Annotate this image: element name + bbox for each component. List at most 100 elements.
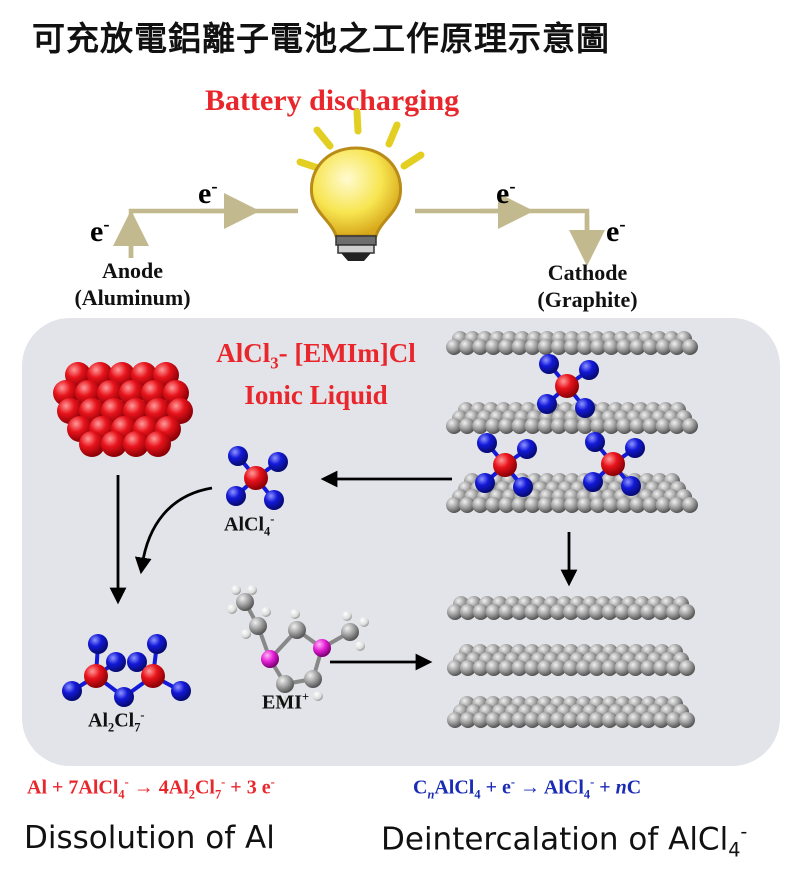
- carbon-atom: [472, 660, 489, 676]
- carbon-atom: [472, 339, 489, 355]
- electrolyte-label: AlCl3- [EMIm]Cl Ionic Liquid: [196, 337, 436, 411]
- carbon-atom: [485, 712, 502, 728]
- chlorine-atom: [513, 477, 533, 497]
- hydrogen-atom: [231, 585, 241, 595]
- carbon-atom: [575, 660, 592, 676]
- carbon-atom: [588, 604, 605, 620]
- chlorine-atom: [268, 452, 288, 472]
- chlorine-atom: [583, 472, 603, 492]
- chlorine-atom: [114, 687, 134, 707]
- carbon-atom: [511, 339, 528, 355]
- carbon-atom: [653, 604, 670, 620]
- hydrogen-atom: [241, 629, 251, 639]
- caption-deintercalation: Deintercalation of AlCl4-: [381, 820, 748, 862]
- emi-label: EMI+: [262, 690, 310, 714]
- carbon-atom: [459, 418, 476, 434]
- aluminum-atom: [84, 664, 108, 688]
- carbon-atom: [603, 418, 620, 434]
- chlorine-atom: [537, 394, 557, 414]
- cathode-name: Cathode: [547, 260, 628, 285]
- carbon-atom: [666, 660, 683, 676]
- hydrogen-atom: [261, 607, 271, 617]
- aluminum-atom: [79, 431, 105, 457]
- carbon-atom: [603, 497, 620, 513]
- chlorine-atom: [147, 634, 167, 654]
- carbon-atom: [668, 497, 685, 513]
- carbon-atom: [447, 604, 463, 620]
- carbon-atom: [614, 712, 631, 728]
- carbon-atom: [666, 712, 683, 728]
- carbon-atom: [577, 418, 594, 434]
- carbon-atom: [498, 339, 515, 355]
- cathode-equation: CnAlCl4 + e- → AlCl4- + nC: [413, 775, 642, 802]
- chlorine-atom: [106, 652, 126, 672]
- chlorine-atom: [475, 473, 495, 493]
- chlorine-atom: [226, 486, 246, 506]
- carbon-atom: [537, 339, 554, 355]
- aluminum-atom: [101, 431, 127, 457]
- carbon-atom: [498, 660, 515, 676]
- carbon-atom: [472, 497, 489, 513]
- carbon-atom: [640, 604, 657, 620]
- carbon-atom: [564, 339, 580, 355]
- arrow-alcl4-curved: [134, 486, 213, 575]
- carbon-atom: [601, 712, 618, 728]
- carbon-atom: [629, 418, 646, 434]
- carbon-atom: [588, 660, 605, 676]
- carbon-atom: [511, 604, 528, 620]
- carbon-atom: [459, 497, 476, 513]
- cathode-material: (Graphite): [537, 287, 638, 312]
- carbon-atom: [524, 660, 541, 676]
- alcl4-label: AlCl4-: [224, 512, 275, 539]
- carbon-atom: [459, 660, 476, 676]
- carbon-atom: [485, 418, 502, 434]
- carbon-atom: [616, 339, 633, 355]
- carbon-atom: [550, 497, 567, 513]
- hydrogen-atom: [227, 604, 237, 614]
- carbon-atom: [511, 418, 528, 434]
- carbon-atom: [537, 712, 554, 728]
- carbon-atom: [341, 623, 359, 641]
- carbon-atom: [524, 497, 541, 513]
- carbon-atom: [511, 712, 528, 728]
- electrolyte-line1: AlCl3- [EMIm]Cl: [216, 338, 416, 373]
- carbon-atom: [627, 712, 644, 728]
- ion-molecules: [62, 354, 645, 707]
- al2cl7-molecule: [62, 634, 191, 707]
- carbon-atom: [537, 497, 554, 513]
- carbon-atom: [288, 621, 306, 639]
- chlorine-atom: [171, 681, 191, 701]
- carbon-atom: [498, 712, 515, 728]
- carbon-atom: [642, 418, 659, 434]
- chlorine-atom: [228, 446, 248, 466]
- aluminum-atom: [145, 431, 171, 457]
- carbon-atom: [640, 660, 657, 676]
- carbon-atom: [564, 418, 580, 434]
- battery-discharging-label: Battery discharging: [205, 84, 460, 117]
- carbon-atom: [564, 497, 580, 513]
- carbon-atom: [498, 604, 515, 620]
- caption-dissolution: Dissolution of Al: [24, 820, 275, 856]
- chlorine-atom: [575, 398, 595, 418]
- carbon-atom: [666, 604, 683, 620]
- electron-label-anode: e-: [90, 214, 110, 248]
- carbon-atom: [511, 497, 528, 513]
- hydrogen-atom: [290, 609, 300, 619]
- carbon-atom: [601, 604, 618, 620]
- aluminum-atom: [244, 466, 268, 490]
- chlorine-atom: [62, 681, 82, 701]
- chlorine-atom: [625, 438, 645, 458]
- carbon-atom: [642, 497, 659, 513]
- carbon-atom: [485, 604, 502, 620]
- carbon-atom: [614, 604, 631, 620]
- carbon-atom: [485, 660, 502, 676]
- carbon-atom: [629, 497, 646, 513]
- carbon-atom: [679, 660, 695, 676]
- carbon-atom: [524, 418, 541, 434]
- carbon-atom: [682, 497, 698, 513]
- carbon-atom: [511, 660, 528, 676]
- chlorine-atom: [477, 433, 497, 453]
- carbon-atom: [498, 497, 515, 513]
- carbon-atom: [304, 670, 322, 688]
